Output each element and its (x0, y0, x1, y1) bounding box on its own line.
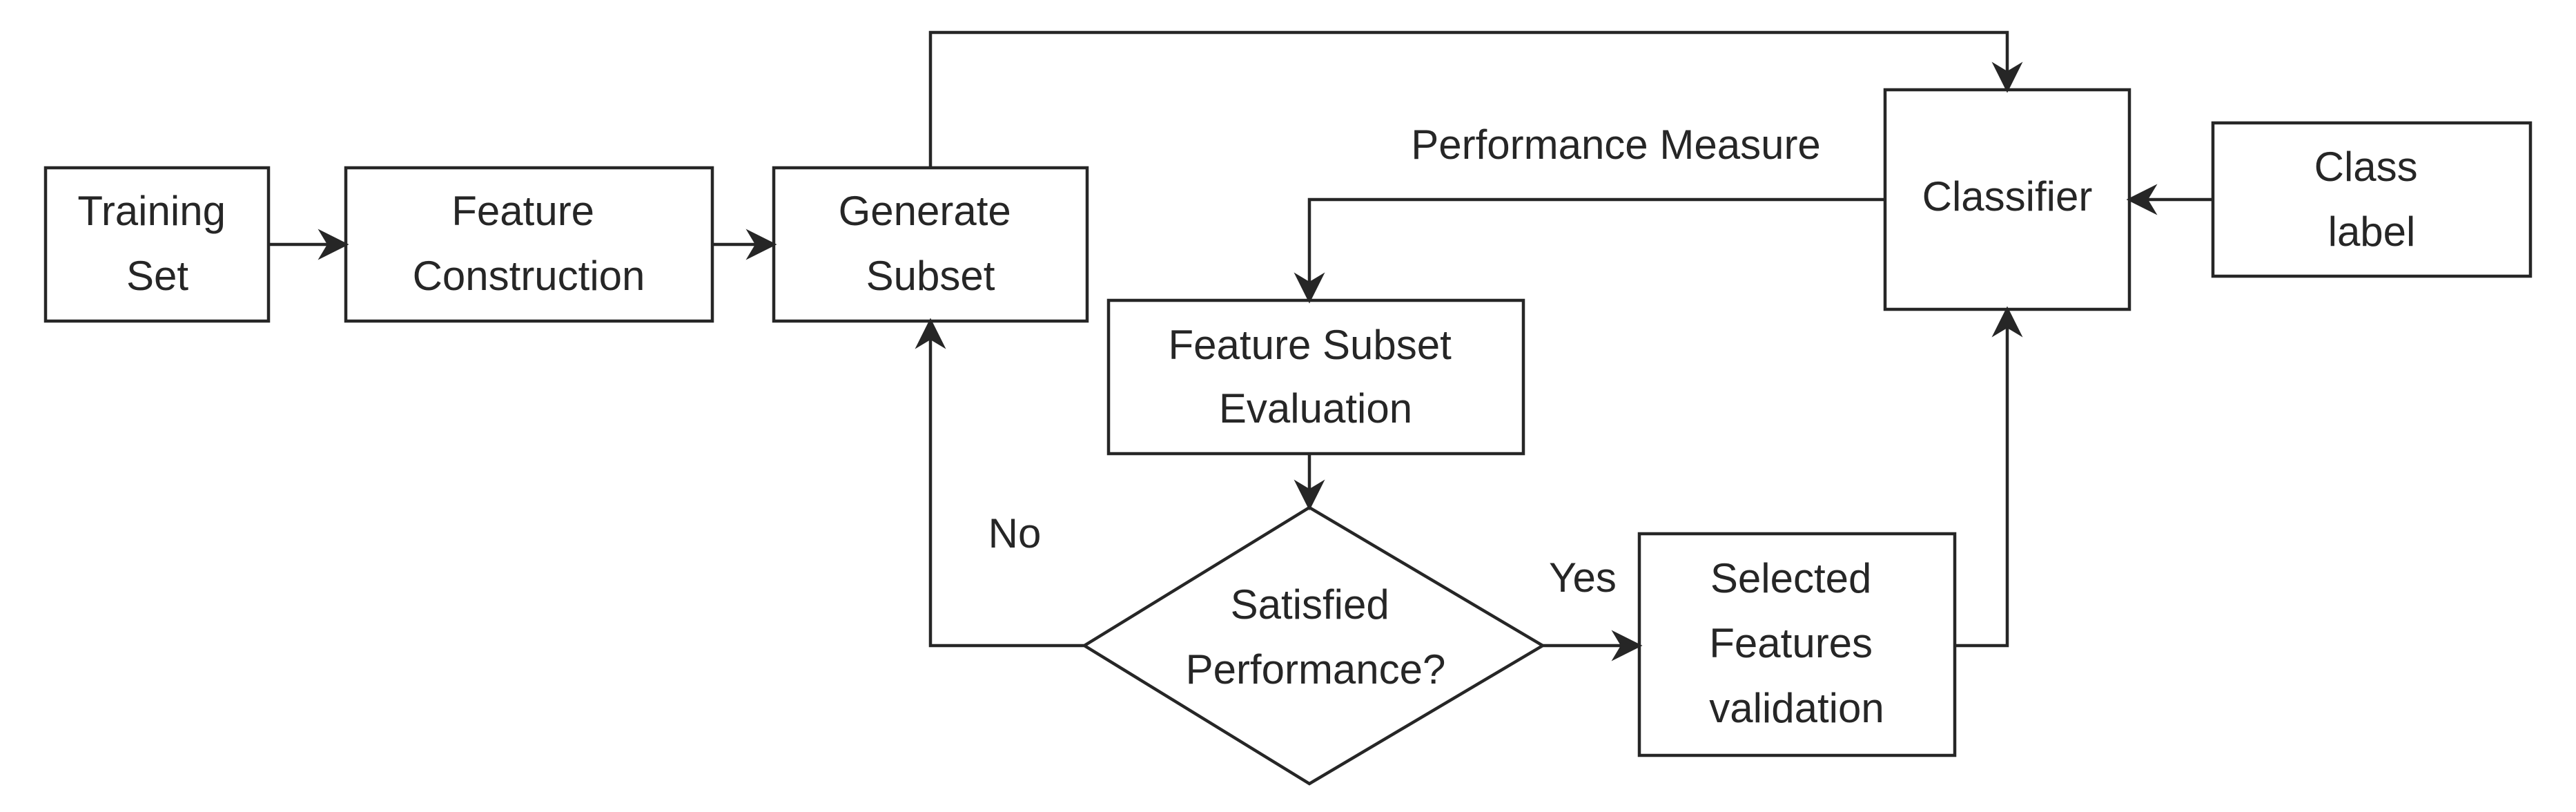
yes-branch-label: Yes (1549, 554, 1617, 601)
classifier-label: Classifier (1922, 173, 2093, 220)
class-label-label: Class label (2314, 144, 2430, 255)
feature-subset-evaluation-box (1106, 298, 1525, 456)
satisfied-performance-label: Satisfied Performance? (1186, 581, 1446, 693)
arrow-generate-to-classifier (928, 30, 2023, 168)
classifier-box (1883, 88, 2131, 311)
arrow-validation-to-classifier (1955, 306, 2023, 648)
feature-construction-label: Feature Construction (413, 188, 645, 299)
arrow-decision-no-to-generate (915, 318, 1084, 648)
arrow-classifier-to-evaluation (1294, 197, 1885, 304)
selected-features-validation-box (1637, 532, 1957, 757)
generate-subset-label: Generate Subset (839, 188, 1023, 299)
class-label-box (2211, 121, 2533, 278)
selected-features-validation-label: Selected Features validation (1709, 555, 1884, 731)
training-set-label: Training Set (77, 188, 237, 299)
performance-measure-label: Performance Measure (1411, 122, 1821, 168)
no-branch-label: No (988, 510, 1042, 557)
satisfied-performance-decision (1081, 505, 1546, 786)
feature-subset-evaluation-label: Feature Subset Evaluation (1169, 322, 1463, 432)
training-set-box (43, 166, 271, 323)
feature-construction-box (344, 166, 714, 323)
